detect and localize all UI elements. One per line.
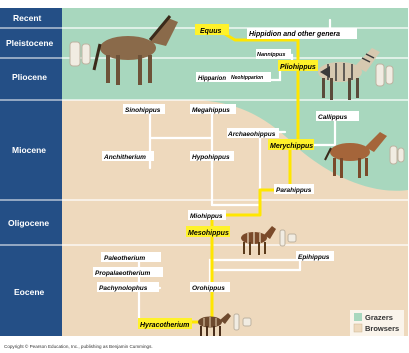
taxon-neohipparion: Neohipparion: [231, 75, 263, 81]
taxon-hyracotherium: Hyracotherium: [140, 322, 189, 329]
epoch-oligocene: Oligocene: [8, 218, 49, 228]
taxon-miohippus: Miohippus: [190, 213, 223, 220]
taxon-megahippus: Megahippus: [192, 107, 230, 114]
taxon-propalaeotherium: Propalaeotherium: [95, 270, 150, 277]
taxon-parahippus: Parahippus: [276, 187, 312, 194]
taxon-nannippus: Nannippus: [257, 52, 285, 58]
taxon-pliohippus: Pliohippus: [280, 64, 316, 71]
epoch-pleistocene: Pleistocene: [6, 38, 54, 48]
taxon-equus: Equus: [200, 28, 221, 35]
merychippus-bones-icon: [390, 146, 404, 164]
legend-grazers-swatch: [354, 313, 362, 321]
legend-grazers: Grazers: [365, 313, 393, 322]
taxon-anchitherium: Anchitherium: [103, 154, 146, 161]
pliohippus-bones-icon: [376, 64, 393, 86]
legend-browsers-swatch: [354, 324, 362, 332]
copyright-text: Copyright © Pearson Education, Inc., pub…: [4, 343, 153, 349]
taxon-callippus: Callippus: [318, 114, 348, 121]
epoch-eocene: Eocene: [14, 287, 45, 297]
taxon-mesohippus: Mesohippus: [188, 230, 229, 237]
legend-browsers: Browsers: [365, 324, 399, 333]
taxon-hipparion: Hipparion: [198, 76, 226, 82]
epoch-recent: Recent: [13, 13, 42, 23]
taxon-paleotherium: Paleotherium: [104, 255, 145, 262]
taxon-hypohippus: Hypohippus: [192, 154, 230, 161]
equus-bones-icon: [70, 42, 90, 66]
taxon-archaeohippus: Archaeohippus: [227, 131, 276, 138]
epoch-pliocene: Pliocene: [12, 72, 47, 82]
taxon-epihippus: Epihippus: [298, 254, 330, 261]
taxon-hippidion: Hippidion and other genera: [249, 31, 340, 38]
taxon-merychippus: Merychippus: [270, 143, 313, 150]
taxon-sinohippus: Sinohippus: [125, 107, 161, 114]
taxon-orohippus: Orohippus: [192, 285, 225, 292]
taxon-pachynolophus: Pachynolophus: [99, 285, 148, 292]
legend: Grazers Browsers: [350, 310, 404, 336]
epoch-miocene: Miocene: [12, 145, 46, 155]
